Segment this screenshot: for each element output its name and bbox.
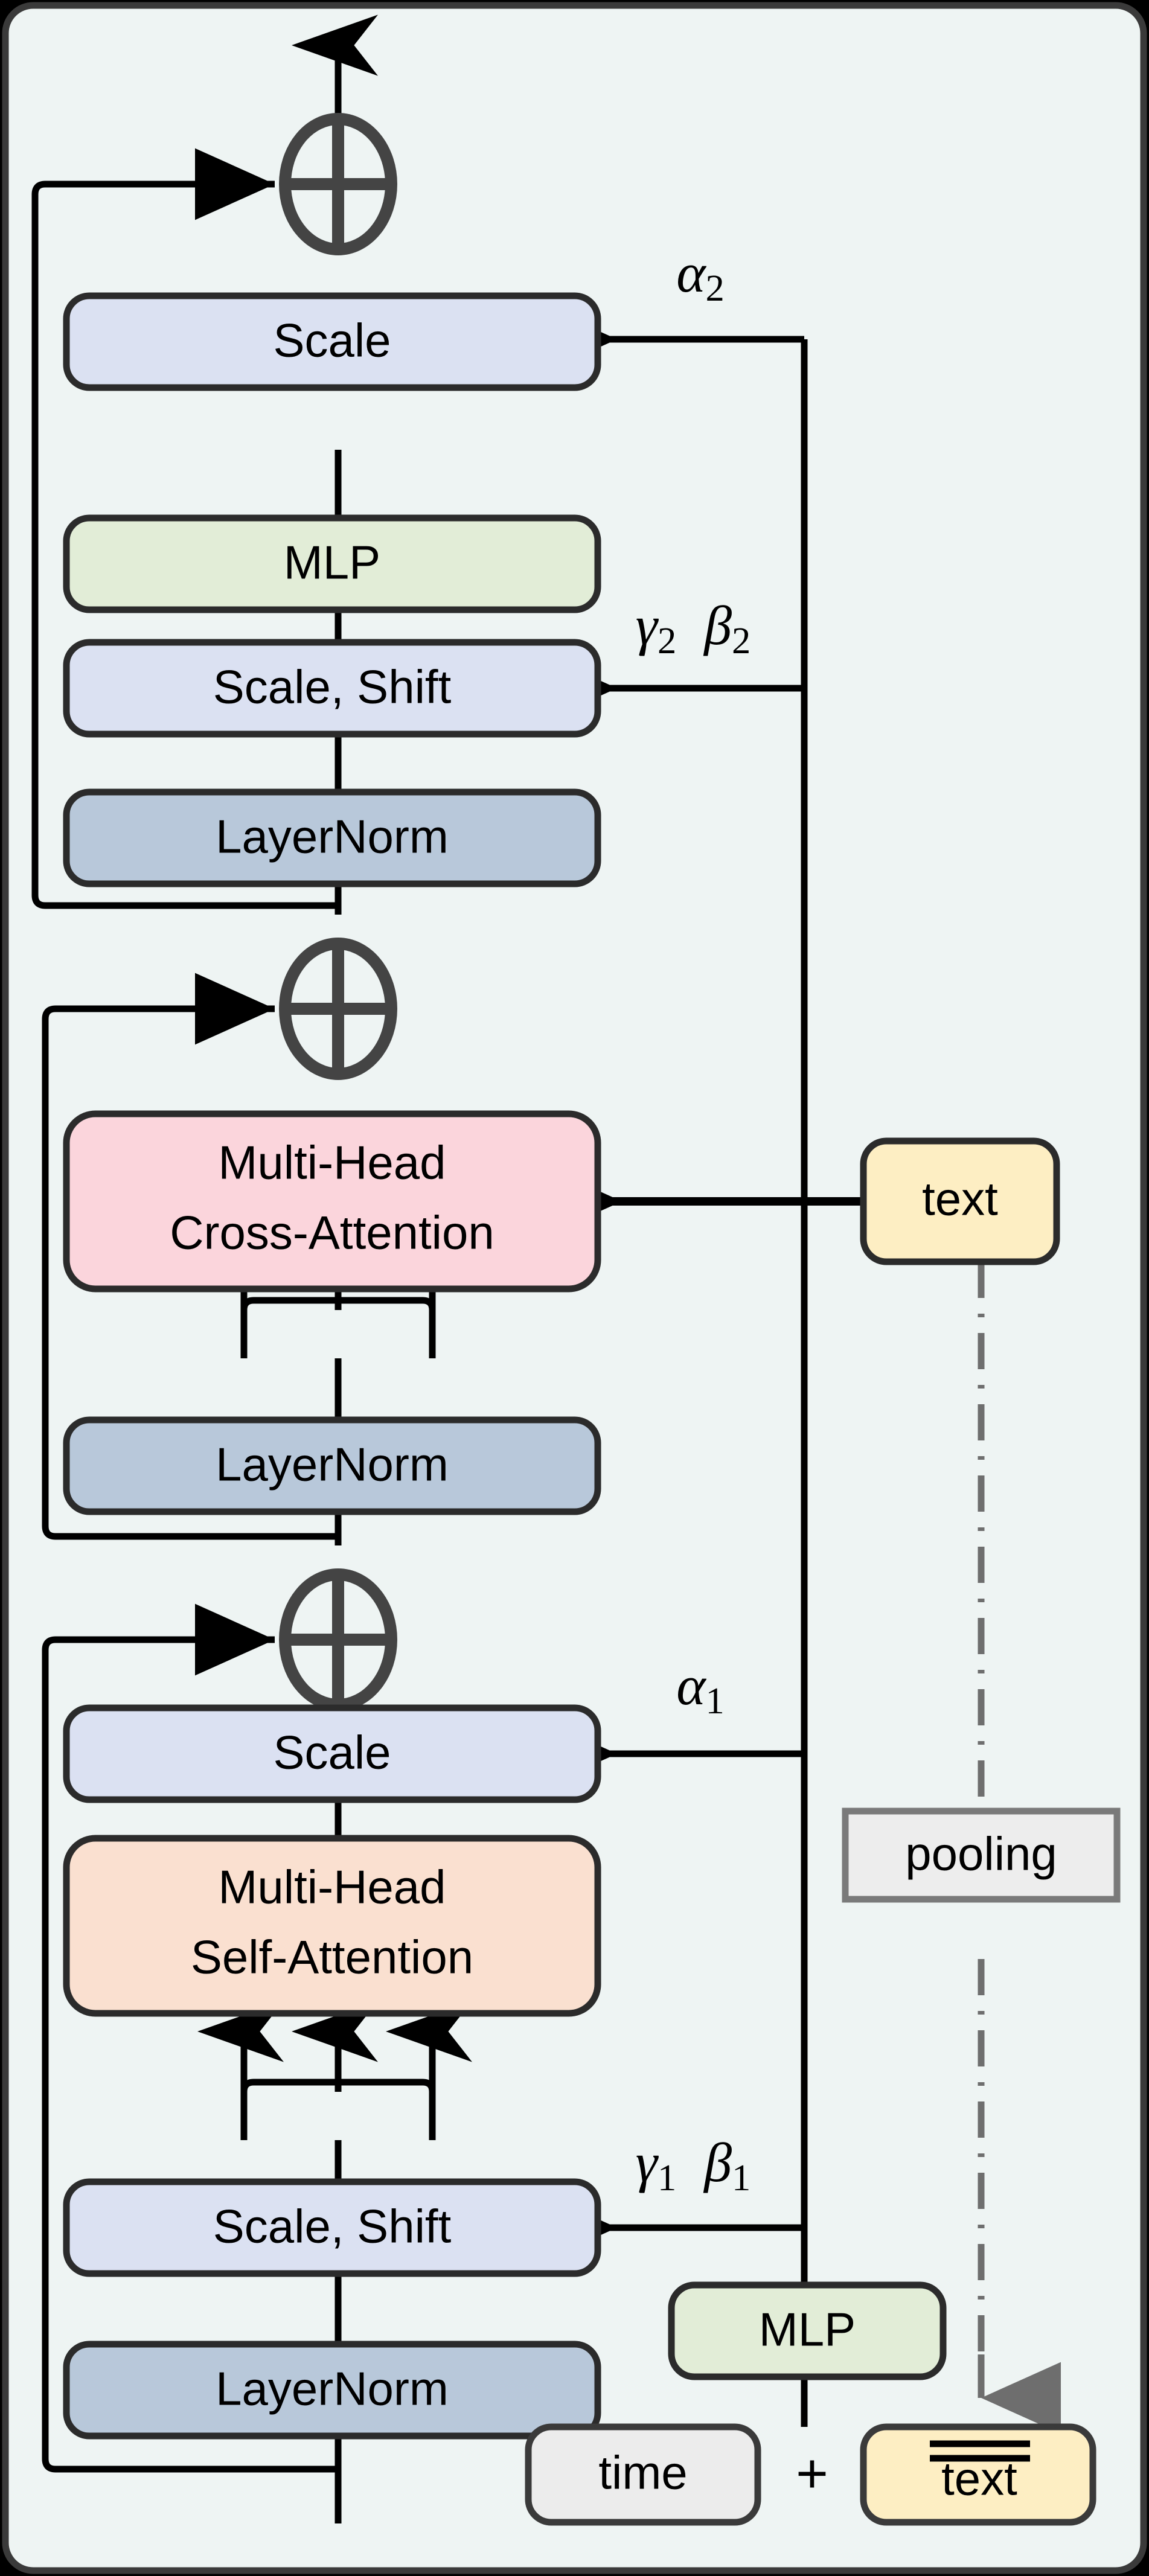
block-self-attention-label-line1: Multi-Head <box>218 1861 446 1914</box>
block-layernorm-1[interactable]: LayerNorm <box>63 2341 601 2440</box>
block-mlp-condition-label: MLP <box>759 2303 856 2356</box>
block-layernorm-2[interactable]: LayerNorm <box>63 1416 601 1515</box>
block-text-condition[interactable]: text <box>860 1137 1060 1265</box>
block-scale-1[interactable]: Scale <box>63 1704 601 1803</box>
block-mlp-condition[interactable]: MLP <box>668 2281 947 2380</box>
block-time[interactable]: time <box>525 2423 761 2526</box>
block-layernorm-2-label: LayerNorm <box>216 1438 449 1491</box>
block-scale-shift-1-label: Scale, Shift <box>213 2200 452 2253</box>
plus-operator: + <box>796 2443 828 2504</box>
residual-path-self-attention <box>42 1603 338 2473</box>
add-operator-cross-attention <box>279 938 397 1080</box>
block-pooling[interactable]: pooling <box>842 1807 1121 1903</box>
block-cross-attention[interactable]: Multi-Head Cross-Attention <box>63 1110 601 1293</box>
residual-path-mlp <box>31 148 338 909</box>
block-layernorm-3-label: LayerNorm <box>216 810 449 863</box>
block-text-condition-label: text <box>922 1172 998 1226</box>
block-scale-2-label: Scale <box>273 314 391 367</box>
block-scale-shift-1[interactable]: Scale, Shift <box>63 2178 601 2277</box>
block-self-attention[interactable]: Multi-Head Self-Attention <box>63 1835 601 2017</box>
block-layernorm-3[interactable]: LayerNorm <box>63 788 601 887</box>
block-scale-2[interactable]: Scale <box>63 292 601 391</box>
block-mlp-2-label: MLP <box>284 536 380 589</box>
block-pooling-label: pooling <box>905 1827 1057 1881</box>
block-mlp-2[interactable]: MLP <box>63 514 601 613</box>
add-operator-self-attention <box>279 1568 397 1711</box>
block-cross-attention-label-line2: Cross-Attention <box>170 1206 494 1259</box>
block-scale-shift-2[interactable]: Scale, Shift <box>63 639 601 738</box>
block-self-attention-label-line2: Self-Attention <box>191 1931 473 1984</box>
block-scale-1-label: Scale <box>273 1726 391 1779</box>
add-operator-mlp <box>279 113 397 255</box>
edge-label-gamma-1-beta-1: γ1 β1 <box>636 2132 751 2199</box>
residual-path-cross-attention <box>42 973 338 1540</box>
edge-label-alpha-1: α1 <box>676 1655 725 1722</box>
edge-label-gamma-2-beta-2: γ2 β2 <box>636 595 751 662</box>
double-overline-icon <box>930 2440 1030 2462</box>
block-text-pooled[interactable]: text <box>860 2423 1096 2526</box>
block-layernorm-1-label: LayerNorm <box>216 2362 449 2415</box>
block-cross-attention-label-line1: Multi-Head <box>218 1136 446 1189</box>
edge-label-alpha-2: α2 <box>676 242 725 309</box>
block-scale-shift-2-label: Scale, Shift <box>213 660 452 714</box>
qkv-fan-self-attention <box>197 2001 472 2140</box>
block-time-label: time <box>598 2446 687 2499</box>
